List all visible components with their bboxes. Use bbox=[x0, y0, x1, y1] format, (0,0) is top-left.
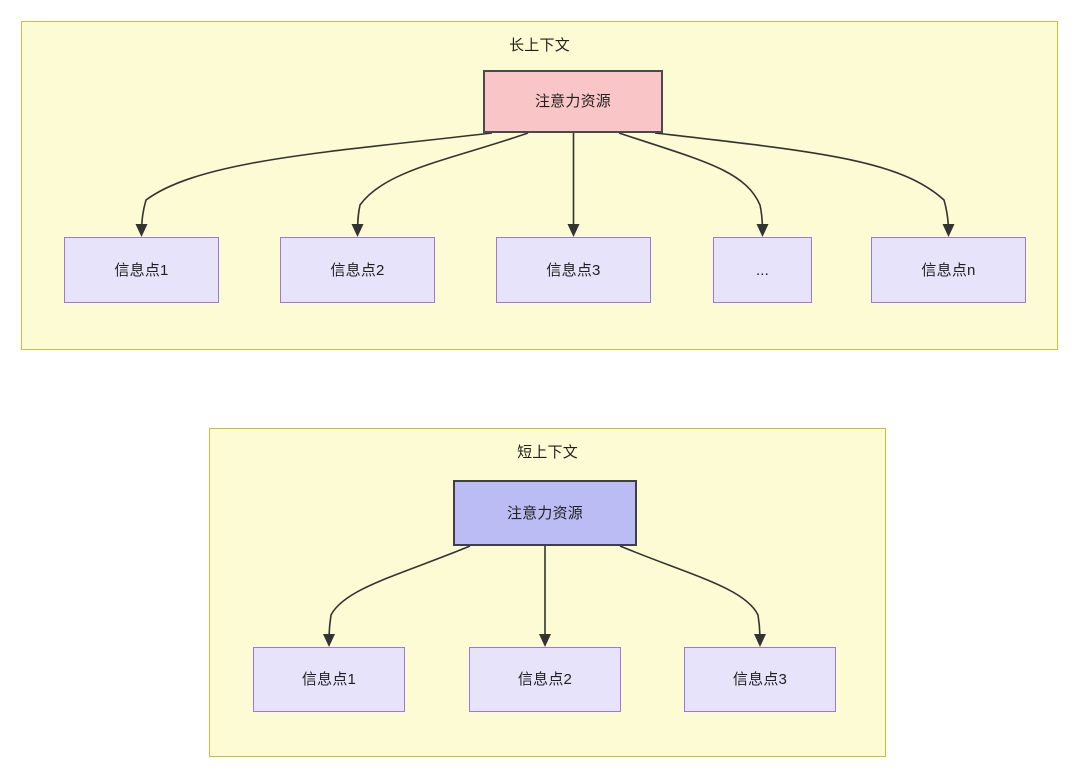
node-label: 信息点1 bbox=[114, 261, 169, 279]
node-long-info-point-2[interactable]: 信息点2 bbox=[280, 237, 435, 303]
node-long-info-point-3[interactable]: 信息点3 bbox=[496, 237, 651, 303]
node-long-info-point-1[interactable]: 信息点1 bbox=[64, 237, 219, 303]
node-label: 信息点n bbox=[921, 261, 976, 279]
node-label: 注意力资源 bbox=[506, 504, 583, 522]
node-short-info-point-2[interactable]: 信息点2 bbox=[469, 647, 621, 712]
node-long-attention-resource[interactable]: 注意力资源 bbox=[483, 70, 663, 133]
node-label: ... bbox=[755, 261, 770, 279]
node-label: 信息点2 bbox=[517, 671, 573, 688]
group-long-context-title: 长上下文 bbox=[509, 37, 570, 54]
node-label: 信息点3 bbox=[546, 261, 601, 279]
node-long-info-point-n[interactable]: 信息点n bbox=[871, 237, 1026, 303]
node-label: 信息点1 bbox=[301, 671, 357, 688]
node-label: 信息点3 bbox=[732, 671, 788, 688]
node-short-info-point-3[interactable]: 信息点3 bbox=[684, 647, 836, 712]
node-label: 信息点2 bbox=[330, 261, 385, 279]
node-short-info-point-1[interactable]: 信息点1 bbox=[253, 647, 405, 712]
group-short-context-title: 短上下文 bbox=[517, 444, 578, 461]
node-short-attention-resource[interactable]: 注意力资源 bbox=[453, 480, 637, 546]
node-long-info-point-ellipsis[interactable]: ... bbox=[713, 237, 812, 303]
node-label: 注意力资源 bbox=[534, 93, 611, 110]
